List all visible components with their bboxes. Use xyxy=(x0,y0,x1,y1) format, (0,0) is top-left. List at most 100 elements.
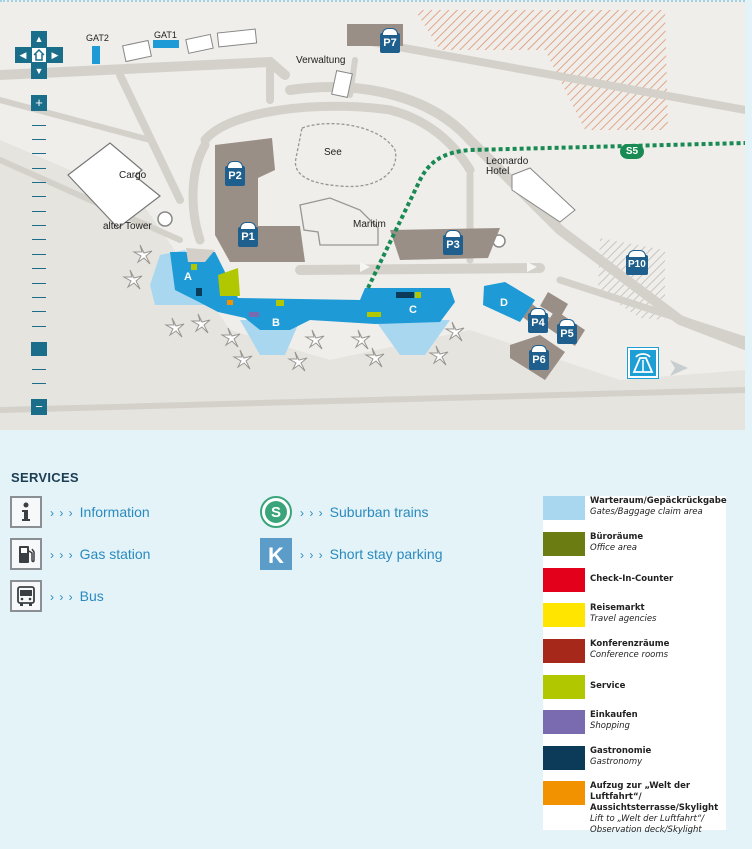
leonardo-hotel-label: Leonardo Hotel xyxy=(486,156,529,177)
legend-label-de: Check-In-Counter xyxy=(590,574,674,584)
apron-area xyxy=(0,140,745,430)
legend-label-en: Gates/Baggage claim area xyxy=(590,507,703,517)
parking-p3[interactable]: P3 xyxy=(443,230,463,255)
legend-item: Service xyxy=(543,675,726,699)
parking-p10[interactable]: P10 xyxy=(626,250,648,275)
parking-p1[interactable]: P1 xyxy=(238,222,258,247)
parking-p2[interactable]: P2 xyxy=(225,161,245,186)
arrow-left-icon[interactable]: ◀ xyxy=(15,47,31,63)
verwaltung-label: Verwaltung xyxy=(296,55,346,66)
airport-map[interactable]: GAT2 GAT1 Verwaltung Cargo alter Tower S… xyxy=(0,0,745,430)
legend-item: Check-In-Counter xyxy=(543,568,726,592)
service-suburban-trains[interactable]: S › › ›Suburban trains xyxy=(260,496,429,528)
legend-swatch xyxy=(543,781,585,805)
legend-label-de: Einkaufen xyxy=(590,710,638,720)
legend-label-de: Konferenzräume xyxy=(590,639,670,649)
legend-text: Aufzug zur „Welt der Luftfahrt“/ Aussich… xyxy=(590,781,726,836)
zoom-out-button[interactable]: − xyxy=(31,399,47,415)
legend-label-en: Shopping xyxy=(590,721,630,731)
motorway-icon[interactable] xyxy=(627,347,659,379)
legend-swatch xyxy=(543,639,585,663)
service-bus-label: Bus xyxy=(79,588,104,604)
legend-text: Check-In-Counter xyxy=(590,568,673,585)
service-information-label: Information xyxy=(79,504,150,520)
info-icon xyxy=(10,496,42,528)
svg-text:S: S xyxy=(271,504,281,521)
arrow-down-icon[interactable]: ▼ xyxy=(31,63,47,79)
service-arrow: › › › xyxy=(50,506,74,520)
legend-label-en: Conference rooms xyxy=(590,650,669,660)
legend-swatch xyxy=(543,496,585,520)
legend-label-en: Gastronomy xyxy=(590,757,643,767)
legend-swatch xyxy=(543,568,585,592)
arrow-up-icon[interactable]: ▲ xyxy=(31,31,47,47)
legend-label-de: Büroräume xyxy=(590,532,644,542)
maritim-label: Maritim xyxy=(353,219,386,230)
bus-icon xyxy=(10,580,42,612)
legend-swatch xyxy=(543,532,585,556)
service-short-stay-parking-label: Short stay parking xyxy=(329,546,443,562)
terminal-c-label[interactable]: C xyxy=(409,304,417,316)
pan-control: ▲ ◀ ▶ ▼ xyxy=(15,31,63,79)
zoom-slider-thumb[interactable] xyxy=(31,342,47,356)
legend-label-de: Aufzug zur „Welt der Luftfahrt“/ Aussich… xyxy=(590,781,719,813)
services-title: SERVICES xyxy=(11,470,79,485)
terminal-d-label[interactable]: D xyxy=(500,297,508,309)
gat2-label: GAT2 xyxy=(86,33,109,43)
zoom-in-button[interactable]: + xyxy=(31,95,47,111)
gas-station-icon xyxy=(10,538,42,570)
parking-p6[interactable]: P6 xyxy=(529,345,549,370)
service-bus[interactable]: › › › Bus xyxy=(10,580,104,612)
service-short-stay-parking[interactable]: K › › › Short stay parking xyxy=(260,538,443,570)
parking-p4[interactable]: P4 xyxy=(528,308,548,333)
alter-tower-label: alter Tower xyxy=(103,221,152,232)
parking-p7[interactable]: P7 xyxy=(380,28,400,53)
zoom-slider[interactable]: + − xyxy=(31,95,47,417)
see-label: See xyxy=(324,147,342,158)
arrow-right-icon[interactable]: ▶ xyxy=(47,47,63,63)
legend-text: Service xyxy=(590,675,625,692)
legend-swatch xyxy=(543,603,585,627)
terminal-b-label[interactable]: B xyxy=(272,317,280,329)
legend-swatch xyxy=(543,710,585,734)
legend-label-de: Reisemarkt xyxy=(590,603,645,613)
legend-label-en: Office area xyxy=(590,543,637,553)
suburban-train-icon: S xyxy=(260,496,292,528)
legend-swatch xyxy=(543,746,585,770)
service-gas-station-label: Gas station xyxy=(79,546,151,562)
short-stay-parking-icon: K xyxy=(260,538,292,570)
legend-swatch xyxy=(543,675,585,699)
service-arrow: › › › xyxy=(300,506,324,520)
s5-line-badge: S5 xyxy=(620,144,644,159)
terminal-a-label[interactable]: A xyxy=(184,271,192,283)
legend-label-de: Warteraum/Gepäckrückgabe xyxy=(590,496,727,506)
service-arrow: › › › xyxy=(50,590,74,604)
legend-label-en: Lift to „Welt der Luftfahrt“/ Observatio… xyxy=(590,814,705,835)
cargo-label: Cargo xyxy=(119,170,147,181)
map-graphic xyxy=(0,10,745,430)
svg-text:K: K xyxy=(268,543,284,568)
service-arrow: › › › xyxy=(300,548,324,562)
legend-label-de: Gastronomie xyxy=(590,746,652,756)
legend-item: Aufzug zur „Welt der Luftfahrt“/ Aussich… xyxy=(543,781,726,836)
legend-label-en: Travel agencies xyxy=(590,614,657,624)
service-information[interactable]: › › › Information xyxy=(10,496,150,528)
service-gas-station[interactable]: › › › Gas station xyxy=(10,538,150,570)
home-icon[interactable] xyxy=(31,47,47,63)
map-top-border xyxy=(0,0,745,4)
parking-p5[interactable]: P5 xyxy=(557,319,577,344)
legend-label-de: Service xyxy=(590,681,626,691)
service-arrow: › › › xyxy=(50,548,74,562)
